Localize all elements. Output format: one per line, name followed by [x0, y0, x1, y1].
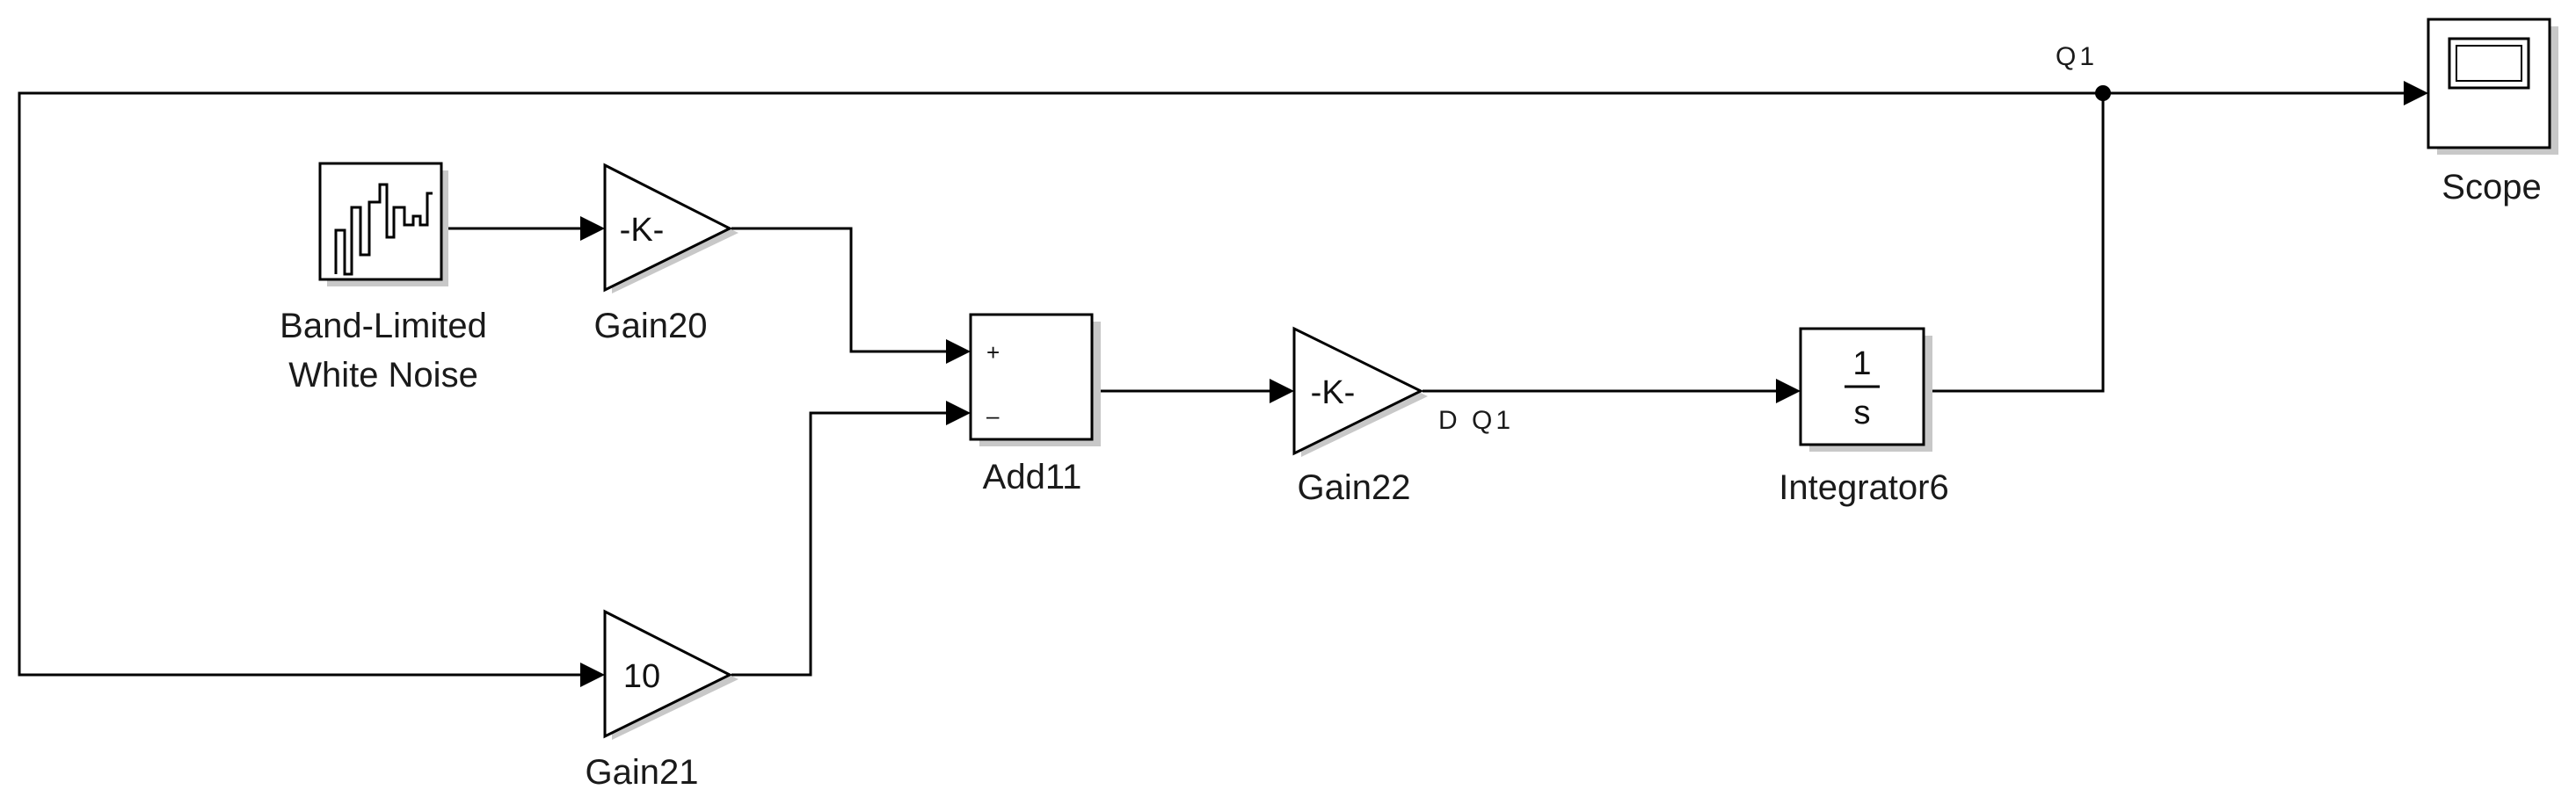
integrator6-denominator: s [1854, 395, 1871, 431]
block-add11[interactable]: + – Add11 [969, 313, 1101, 496]
signal-label-q1: Q1 [2056, 42, 2098, 71]
arrowhead-gain22-input [1270, 379, 1294, 403]
gain21-value: 10 [623, 658, 660, 695]
noise-label-line2: White Noise [288, 356, 478, 395]
arrowhead-add11-minus [946, 401, 971, 425]
gain20-label: Gain20 [594, 307, 708, 345]
arrowhead-gain21-input [580, 663, 605, 687]
gain21-label: Gain21 [586, 753, 699, 792]
integrator6-label: Integrator6 [1779, 468, 1948, 507]
scope-screen-inner [2456, 45, 2522, 82]
arrowhead-add11-plus [946, 339, 971, 364]
arrowhead-gain20-input [580, 216, 605, 241]
wire-gain20-to-add11[interactable] [731, 227, 948, 353]
noise-waveform-icon [334, 183, 433, 276]
gain22-value: -K- [1311, 374, 1356, 411]
wire-gain21-to-add11[interactable] [731, 411, 948, 677]
block-scope[interactable]: Scope [2427, 18, 2558, 206]
gain20-value: -K- [620, 212, 665, 249]
scope-screen-icon [2448, 37, 2530, 90]
scope-label: Scope [2441, 168, 2541, 206]
block-gain20[interactable]: -K- Gain20 [594, 163, 739, 345]
signal-label-dq1: D Q1 [1438, 406, 1514, 435]
noise-label-line1: Band-Limited [280, 307, 487, 345]
block-band-limited-white-noise[interactable]: Band-Limited White Noise [280, 162, 487, 395]
gain22-label: Gain22 [1298, 468, 1411, 507]
add11-label: Add11 [983, 458, 1082, 496]
arrowhead-integrator-input [1776, 379, 1801, 403]
branch-point [2095, 85, 2111, 101]
add11-minus-sign: – [986, 402, 1000, 429]
wire-q1[interactable] [1927, 93, 2105, 393]
add11-plus-sign: + [986, 339, 1000, 366]
wire-q1-feedback[interactable] [18, 91, 2103, 677]
integrator6-numerator: 1 [1852, 345, 1871, 382]
block-gain21[interactable]: 10 Gain21 [586, 609, 739, 792]
arrowhead-scope-input [2404, 81, 2428, 105]
block-gain22[interactable]: -K- Gain22 [1292, 326, 1428, 507]
block-integrator6[interactable]: 1 s Integrator6 [1779, 327, 1949, 507]
signal-lines [18, 81, 2428, 687]
